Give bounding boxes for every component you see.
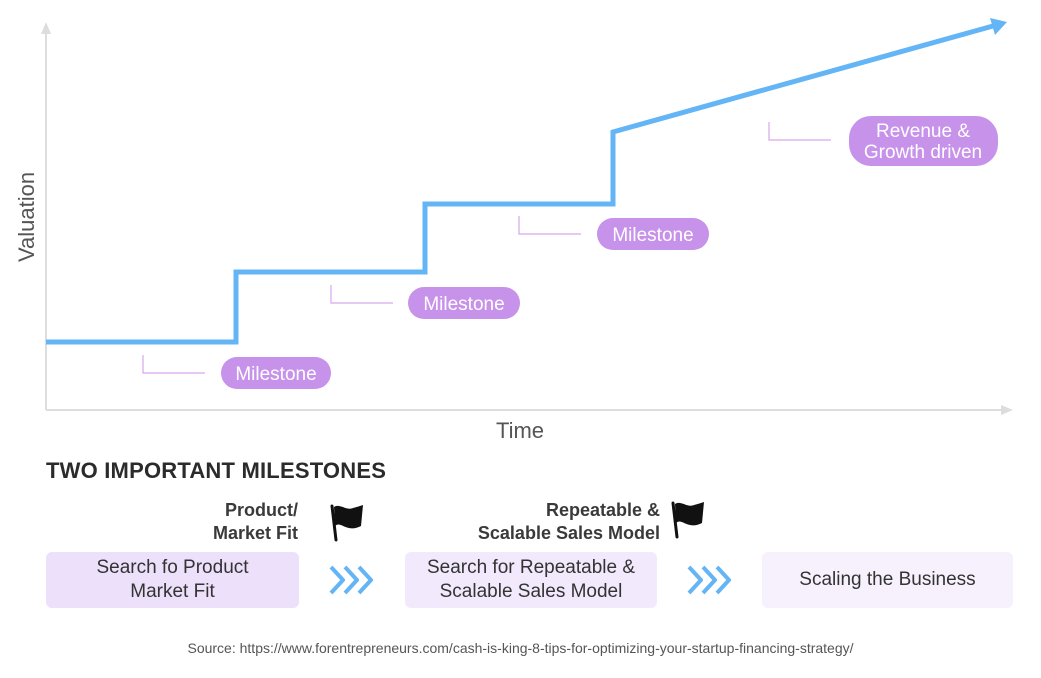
y-axis-label: Valuation xyxy=(14,172,39,262)
milestone-label: Milestone xyxy=(612,225,693,246)
milestone-connector xyxy=(518,216,581,235)
milestone-1: Milestone xyxy=(142,355,331,389)
milestone-label-line-2: Growth driven xyxy=(864,142,982,163)
valuation-step-chart: Valuation Time Milestone Milestone Miles… xyxy=(14,18,1013,443)
milestone-pill xyxy=(221,357,331,389)
double-chevron-right-icon xyxy=(687,565,731,595)
step-scaling-the-business: Scaling the Business xyxy=(762,552,1013,608)
milestone-label-line-1: Revenue & xyxy=(876,121,970,142)
milestone-label: Milestone xyxy=(423,294,504,315)
double-chevron-right-icon xyxy=(329,565,373,595)
flag-icon xyxy=(330,504,363,542)
x-axis-label: Time xyxy=(496,418,544,443)
milestone-3: Milestone xyxy=(518,216,709,250)
milestone-2: Milestone xyxy=(330,285,520,319)
flag-icon xyxy=(671,501,704,539)
section-title: TWO IMPORTANT MILESTONES xyxy=(46,458,387,483)
milestone-pill xyxy=(408,287,520,319)
valuation-line-arrowhead xyxy=(990,18,1007,35)
step-search-product-market-fit: Search fo Product Market Fit xyxy=(46,552,299,608)
milestone-connector xyxy=(330,285,393,304)
product-market-fit-label: Product/ Market Fit xyxy=(212,500,298,543)
milestone-pill xyxy=(597,218,709,250)
milestone-connector xyxy=(768,122,831,141)
milestone-pill xyxy=(849,116,998,166)
valuation-line xyxy=(46,23,994,345)
milestone-connector xyxy=(142,355,205,374)
y-axis-arrow xyxy=(41,22,51,34)
milestone-label: Milestone xyxy=(235,364,316,385)
milestone-4: Revenue & Growth driven xyxy=(768,116,998,166)
repeatable-sales-model-label: Repeatable & Scalable Sales Model xyxy=(477,500,660,543)
source-citation: Source: https://www.forentrepreneurs.com… xyxy=(187,640,854,656)
x-axis-arrow xyxy=(1001,405,1013,415)
step-search-repeatable-sales-model: Search for Repeatable & Scalable Sales M… xyxy=(405,552,657,608)
